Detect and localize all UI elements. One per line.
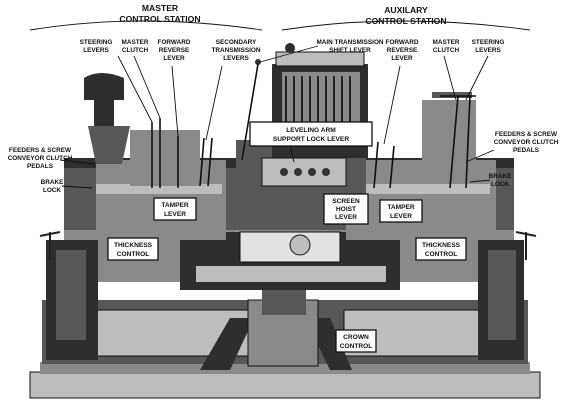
box-line: TAMPER (161, 202, 189, 209)
callout-line: CLUTCH (122, 47, 149, 54)
callout-line: BRAKE (489, 173, 512, 180)
callout-line: LEVER (391, 55, 413, 62)
callout-line: LEVERS (83, 47, 109, 54)
callout-line: LEVERS (223, 55, 249, 62)
callout-line: REVERSE (387, 47, 418, 54)
callout-line: MASTER (433, 39, 460, 46)
box-line: LEVER (164, 211, 186, 218)
box-line: LEVELING ARM (286, 127, 336, 134)
box-line: TAMPER (387, 204, 415, 211)
box-line: CONTROL (117, 251, 150, 258)
box-line: CROWN (343, 334, 369, 341)
callout-line: FEEDERS & SCREW (495, 131, 558, 138)
callout-line: STEERING (80, 39, 113, 46)
box-line: LEVER (390, 213, 412, 220)
box-line: SCREEN (332, 198, 360, 205)
box-line: SUPPORT LOCK LEVER (273, 136, 349, 143)
callout-line: TRANSMISSION (212, 47, 261, 54)
box-leveling-arm: LEVELING ARM SUPPORT LOCK LEVER (249, 121, 373, 147)
callout-steering-levers-right: STEERING LEVERS (472, 39, 505, 54)
box-thickness-right: THICKNESS CONTROL (415, 237, 467, 261)
callout-feeders-right: FEEDERS & SCREW CONVEYOR CLUTCH PEDALS (494, 131, 559, 154)
box-line: CONTROL (425, 251, 458, 258)
callout-steering-levers-left: STEERING LEVERS (80, 39, 113, 54)
aux-header-line1: AUXILARY (384, 5, 428, 15)
callout-line: MASTER (122, 39, 149, 46)
callout-main-transmission: MAIN TRANSMISSION SHIFT LEVER (316, 39, 383, 54)
callout-master-clutch-left: MASTER CLUTCH (122, 39, 149, 54)
callout-line: FORWARD (386, 39, 419, 46)
callout-brake-lock-right: BRAKE LOCK (489, 173, 512, 188)
callout-line: SHIFT LEVER (329, 47, 371, 54)
callout-line: STEERING (472, 39, 505, 46)
callout-line: FORWARD (158, 39, 191, 46)
box-line: THICKNESS (114, 242, 153, 249)
callout-line: LOCK (491, 181, 509, 188)
callout-line: PEDALS (27, 163, 54, 170)
callout-line: CONVEYOR CLUTCH (8, 155, 73, 162)
callout-line: CLUTCH (433, 47, 460, 54)
box-tamper-right: TAMPER LEVER (379, 199, 423, 223)
callout-secondary-transmission: SECONDARY TRANSMISSION LEVERS (212, 39, 261, 62)
box-line: LEVER (335, 214, 357, 221)
callout-line: PEDALS (513, 147, 540, 154)
callout-forward-reverse-left: FORWARD REVERSE LEVER (158, 39, 191, 62)
callout-forward-reverse-right: FORWARD REVERSE LEVER (386, 39, 419, 62)
callout-master-clutch-right: MASTER CLUTCH (433, 39, 460, 54)
callout-brake-lock-left: BRAKE LOCK (41, 179, 64, 194)
paver-machine-illustration (29, 43, 541, 399)
callout-line: MAIN TRANSMISSION (316, 39, 383, 46)
leader-lines (29, 20, 531, 189)
callout-feeders-left: FEEDERS & SCREW CONVEYOR CLUTCH PEDALS (8, 147, 73, 170)
box-line: HOIST (336, 206, 356, 213)
box-tamper-left: TAMPER LEVER (153, 197, 197, 221)
box-thickness-left: THICKNESS CONTROL (107, 237, 159, 261)
box-line: THICKNESS (422, 242, 461, 249)
master-header-line2: CONTROL STATION (119, 14, 200, 24)
callout-line: LOCK (43, 187, 61, 194)
callout-line: LEVERS (475, 47, 501, 54)
auxiliary-control-station-header: AUXILARY CONTROL STATION (365, 5, 446, 26)
callout-line: SECONDARY (216, 39, 257, 46)
callout-line: BRAKE (41, 179, 64, 186)
callout-line: REVERSE (159, 47, 190, 54)
box-line: CONTROL (340, 343, 373, 350)
callout-line: CONVEYOR CLUTCH (494, 139, 559, 146)
callout-line: FEEDERS & SCREW (9, 147, 72, 154)
box-screen-hoist: SCREEN HOIST LEVER (323, 193, 369, 225)
callout-line: LEVER (163, 55, 185, 62)
master-control-station-header: MASTER CONTROL STATION (119, 3, 200, 24)
master-header-line1: MASTER (142, 3, 179, 13)
box-crown-control: CROWN CONTROL (335, 329, 377, 353)
aux-header-line2: CONTROL STATION (365, 16, 446, 26)
